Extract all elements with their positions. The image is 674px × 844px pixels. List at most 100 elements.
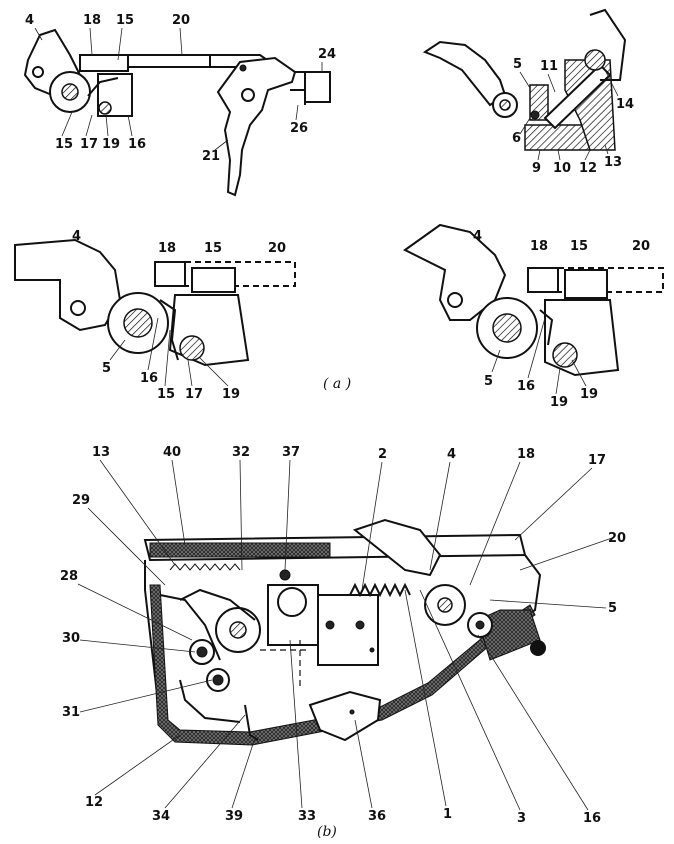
label-5: 5: [608, 601, 617, 616]
trigger-pivot: [241, 88, 255, 102]
label-30: 30: [62, 631, 80, 646]
label-2: 2: [378, 447, 387, 462]
arm-29: [179, 588, 256, 621]
spring-34: [179, 679, 241, 723]
trigger-dot: [349, 709, 355, 715]
label-17: 17: [80, 137, 98, 152]
rivet: [325, 620, 335, 630]
label-6: 6: [512, 131, 521, 146]
label-26: 26: [290, 121, 308, 136]
label-12: 12: [85, 795, 103, 810]
rotor-shaft: [123, 308, 153, 338]
gear-37-hub: [279, 569, 291, 581]
rear-block: [477, 609, 541, 661]
lever: [422, 40, 507, 107]
roller-30-hub: [196, 646, 208, 658]
block-10: [524, 124, 591, 151]
knob: [530, 640, 546, 656]
label-16: 16: [140, 371, 158, 386]
label-15: 15: [570, 239, 588, 254]
rivet: [355, 620, 365, 630]
label-40: 40: [163, 445, 181, 460]
housing-inner: [149, 584, 536, 746]
label-5: 5: [102, 361, 111, 376]
label-4: 4: [473, 229, 482, 244]
part-18: [79, 54, 129, 72]
gear-37: [277, 587, 307, 617]
label-39: 39: [225, 809, 243, 824]
pin-19: [98, 101, 112, 115]
pin-19: [552, 342, 578, 368]
label-15b: 15: [55, 137, 73, 152]
label-15: 15: [204, 241, 222, 256]
figure-top-right: [422, 8, 627, 151]
label-20: 20: [632, 239, 650, 254]
label-10: 10: [553, 161, 571, 176]
rotor-shaft: [61, 83, 79, 101]
label-18: 18: [83, 13, 101, 28]
plate-1: [317, 594, 379, 666]
part-18: [527, 267, 559, 293]
latch-15: [191, 267, 236, 293]
label-5: 5: [513, 57, 522, 72]
label-20: 20: [172, 13, 190, 28]
pivot-hole: [70, 300, 86, 316]
roller-dot: [475, 620, 485, 630]
rotor-shaft: [492, 313, 522, 343]
label-24: 24: [318, 47, 336, 62]
label-19b: 19: [580, 387, 598, 402]
label-12: 12: [579, 161, 597, 176]
label-18: 18: [530, 239, 548, 254]
label-32: 32: [232, 445, 250, 460]
label-5: 5: [484, 374, 493, 389]
part-26: [290, 89, 306, 105]
label-31: 31: [62, 705, 80, 720]
label-34: 34: [152, 809, 170, 824]
label-14: 14: [616, 97, 634, 112]
label-19a: 19: [550, 395, 568, 410]
label-15: 15: [116, 13, 134, 28]
label-4: 4: [447, 447, 456, 462]
label-16: 16: [583, 811, 601, 826]
label-28: 28: [60, 569, 78, 584]
figure-mid-left: [14, 238, 296, 367]
pin-14: [584, 49, 606, 71]
label-18: 18: [158, 241, 176, 256]
spring-40: [169, 563, 241, 571]
label-4: 4: [72, 229, 81, 244]
label-20: 20: [268, 241, 286, 256]
label-13: 13: [604, 155, 622, 170]
roller-6: [530, 110, 540, 120]
label-13: 13: [92, 445, 110, 460]
figure-bottom: [143, 518, 546, 746]
labels-mid-right: 4 18 15 20 5 16 19 19: [473, 229, 650, 410]
rivet: [369, 647, 375, 653]
caption-b: (b): [317, 824, 337, 840]
label-3: 3: [517, 811, 526, 826]
label-11: 11: [540, 59, 558, 74]
lever-4: [14, 238, 122, 332]
label-20: 20: [608, 531, 626, 546]
trigger-dot: [239, 64, 247, 72]
label-29: 29: [72, 493, 90, 508]
label-15b: 15: [157, 387, 175, 402]
spring-cover-40: [149, 542, 331, 558]
roller-31-hub: [212, 674, 224, 686]
lever-4: [352, 518, 442, 577]
arm-28: [159, 594, 221, 661]
pivot-hole: [32, 66, 44, 78]
rotor-shaft: [499, 99, 511, 111]
label-16: 16: [128, 137, 146, 152]
caption-a: ( a ): [323, 376, 351, 392]
pin-19: [179, 335, 205, 361]
hook-39: [244, 704, 259, 741]
label-33: 33: [298, 809, 316, 824]
label-19: 19: [102, 137, 120, 152]
labels-bottom: 13 40 32 37 2 4 18 17 29 20 28 5 30 31 1…: [60, 445, 626, 826]
label-37: 37: [282, 445, 300, 460]
label-17: 17: [185, 387, 203, 402]
trigger-36: [308, 690, 382, 742]
label-18: 18: [517, 447, 535, 462]
figure-mid-right: [403, 223, 664, 377]
